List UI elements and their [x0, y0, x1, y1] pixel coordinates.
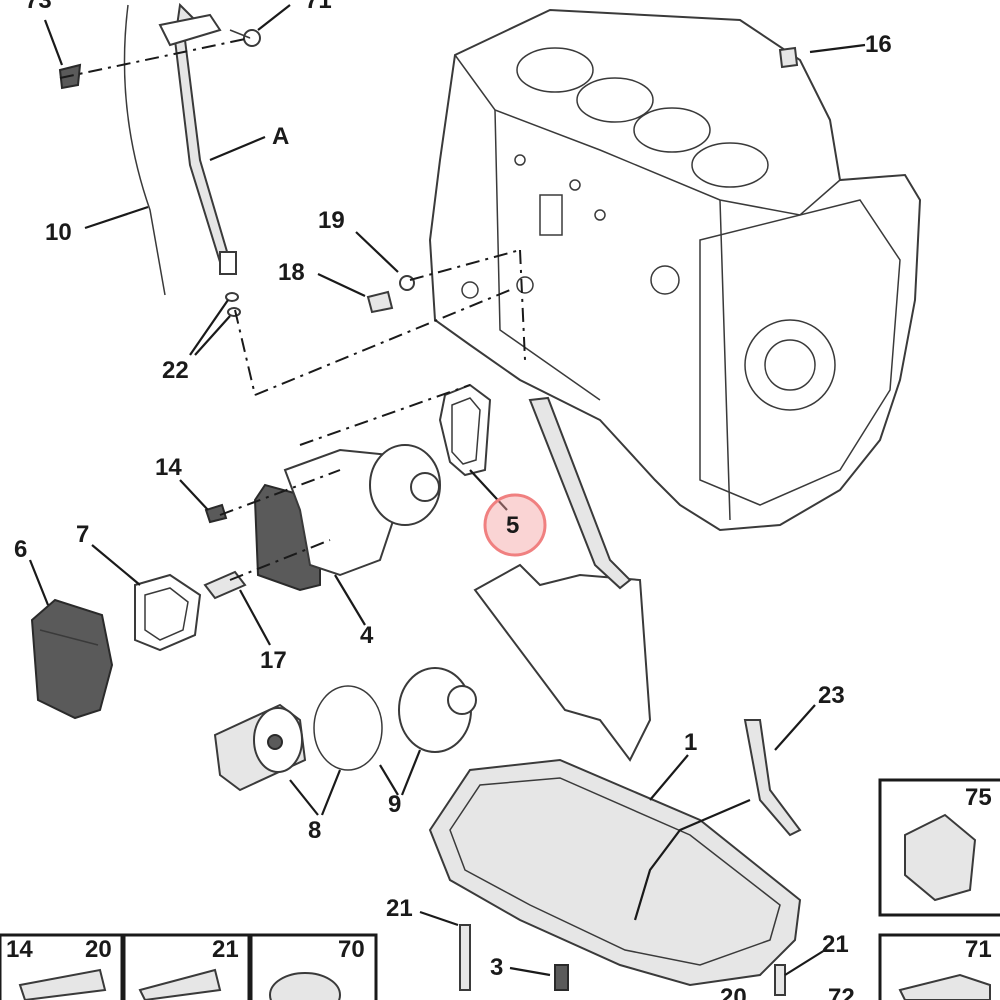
callout-17[interactable]: 17	[260, 647, 287, 674]
gasket-part-5	[438, 383, 492, 477]
dipstick-assembly	[123, 2, 237, 296]
leader-lines	[28, 4, 866, 977]
inset-d-right-number: 75	[965, 784, 992, 811]
inset-a-right-number: 20	[85, 936, 112, 963]
engine-block	[428, 8, 922, 532]
inset-box-d: 75	[878, 778, 1000, 917]
inset-box-e: 71	[878, 933, 1000, 1000]
callout-23[interactable]: 23	[818, 682, 845, 709]
callout-16[interactable]: 16	[865, 31, 892, 58]
oil-filter-housing-part-4	[253, 444, 441, 592]
callout-14[interactable]: 14	[155, 454, 182, 481]
callout-73[interactable]: 73	[25, 0, 52, 14]
callout-1[interactable]: 1	[684, 729, 697, 756]
callout-21-left[interactable]: 21	[386, 895, 413, 922]
callout-10[interactable]: 10	[45, 219, 72, 246]
oil-pickup-part	[473, 396, 652, 762]
inset-c-right-number: 70	[338, 936, 365, 963]
callout-7[interactable]: 7	[76, 521, 89, 548]
bolt-part-21-right	[774, 964, 786, 996]
callout-19[interactable]: 19	[318, 207, 345, 234]
highlight-circle-part-5	[483, 493, 547, 557]
callout-20[interactable]: 20	[720, 984, 747, 1000]
inset-b-right-number: 21	[212, 936, 239, 963]
inset-box-b: 21	[122, 933, 251, 1000]
gasket-part-7	[134, 573, 202, 652]
callout-71-top[interactable]: 71	[305, 0, 332, 14]
callout-3[interactable]: 3	[490, 954, 503, 981]
inset-a-left-number: 14	[6, 936, 33, 963]
o-ring-part-9	[313, 685, 383, 771]
bolt-part-3	[554, 964, 569, 991]
callout-8[interactable]: 8	[308, 817, 321, 844]
callout-A[interactable]: A	[272, 123, 289, 150]
bolt-part-21-left	[459, 924, 471, 991]
bolt-part-71-top	[229, 29, 261, 47]
callout-72[interactable]: 72	[828, 984, 855, 1000]
callout-6[interactable]: 6	[14, 536, 27, 563]
sensor-part-23	[743, 719, 802, 837]
assembly-dash-lines	[59, 37, 526, 581]
filter-cap-part-9	[398, 667, 477, 753]
callout-22[interactable]: 22	[162, 357, 189, 384]
inset-e-right-number: 71	[965, 936, 992, 963]
bolt-part-14	[204, 503, 228, 524]
seal-part-19	[399, 275, 415, 291]
callout-18[interactable]: 18	[278, 259, 305, 286]
callout-5[interactable]: 5	[506, 512, 519, 539]
callout-4[interactable]: 4	[360, 622, 374, 649]
inset-box-a: 14 20	[0, 933, 124, 1000]
oil-sump-part-1	[428, 758, 802, 987]
plug-part-16	[778, 46, 799, 69]
inset-box-c: 70	[249, 933, 378, 1000]
callout-9[interactable]: 9	[388, 791, 401, 818]
plug-part-18	[366, 290, 394, 314]
oil-cooler-part-6	[30, 598, 114, 720]
washers-part-22	[225, 292, 241, 317]
oil-filter-element-part-8	[213, 703, 307, 792]
callout-21-right[interactable]: 21	[822, 931, 849, 958]
